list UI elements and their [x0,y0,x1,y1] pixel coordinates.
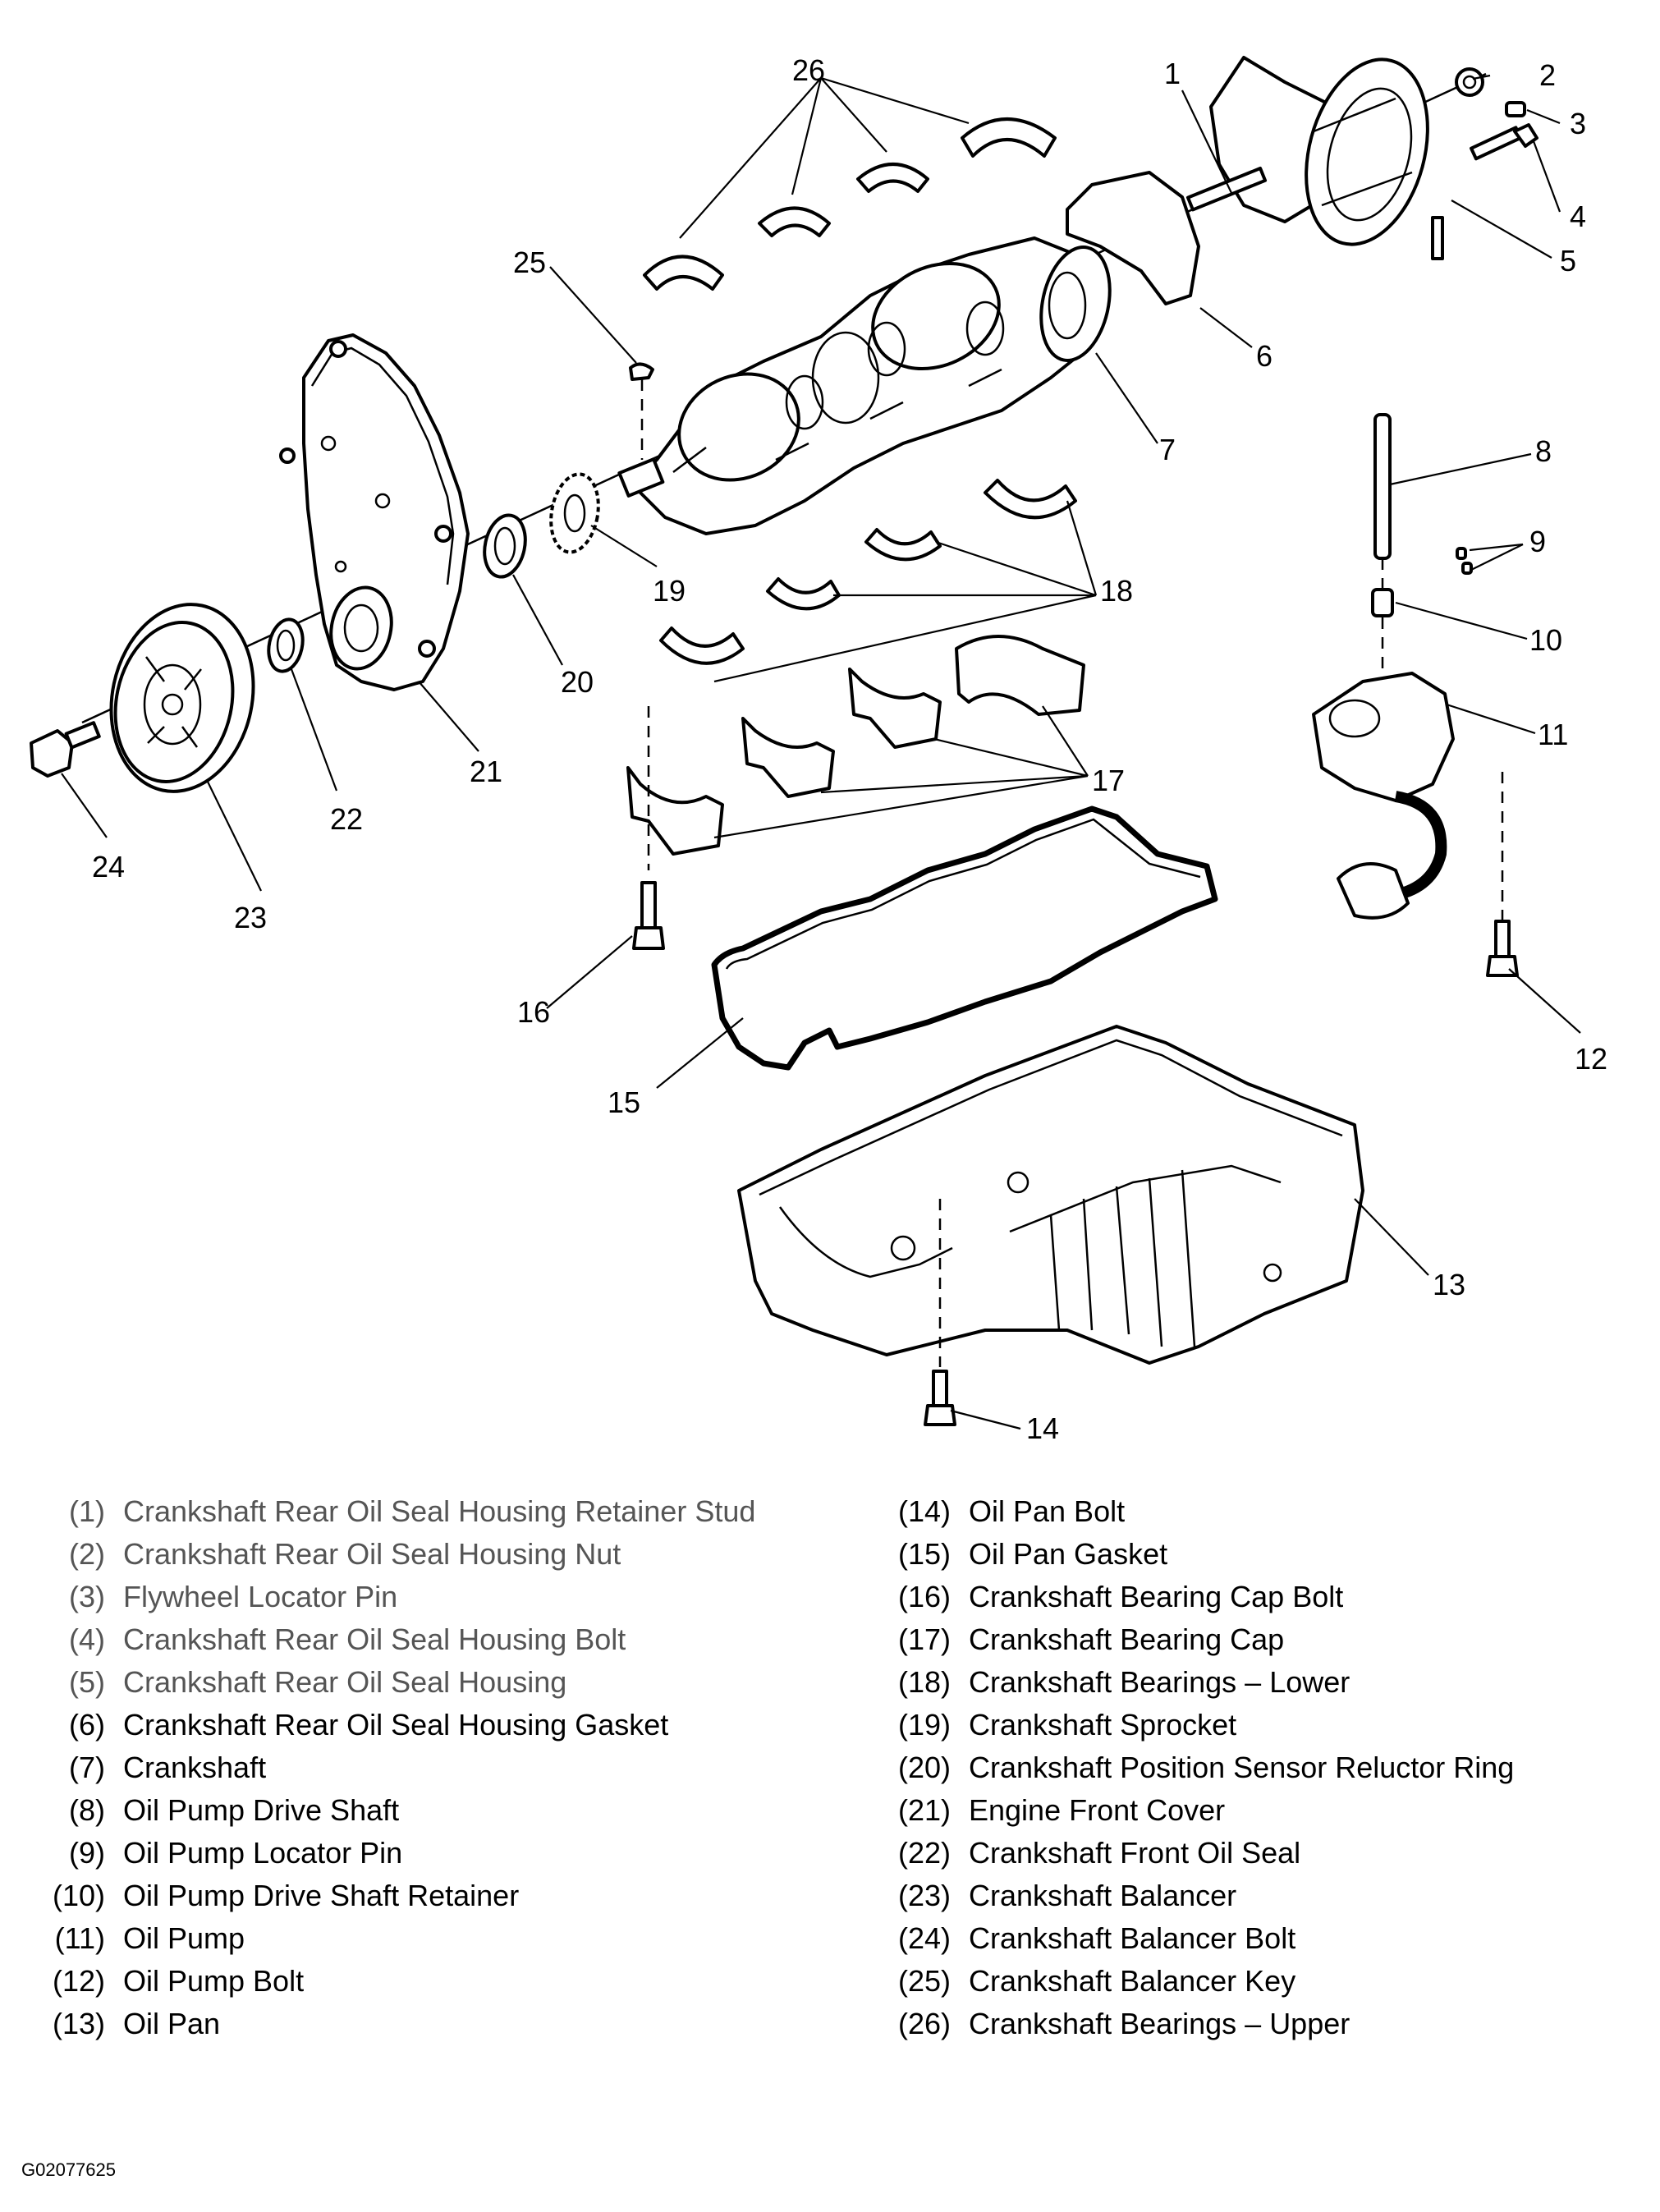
crankshaft-balancer-key-25 [629,362,654,460]
legend-item-24: (24)Crankshaft Balancer Bolt [897,1921,1296,1955]
legend-item-9: (9)Oil Pump Locator Pin [69,1836,403,1870]
legend-item-14: (14)Oil Pan Bolt [897,1494,1126,1528]
legend-item-26: (26)Crankshaft Bearings – Upper [897,2007,1350,2040]
legend-left-column: (1)Crankshaft Rear Oil Seal Housing Reta… [41,1490,821,2045]
callout-23: 23 [234,901,267,934]
exploded-view-diagram: 1 2 3 4 5 6 7 8 9 10 11 12 13 14 15 16 1… [30,53,1607,1445]
crankshaft-sprocket-19 [549,472,600,554]
legend-item-4: (4)Crankshaft Rear Oil Seal Housing Bolt [69,1622,626,1656]
legend-item-23: (23)Crankshaft Balancer [897,1879,1237,1912]
callout-25: 25 [513,246,546,279]
callout-18: 18 [1100,574,1133,608]
legend-item-6: (6)Crankshaft Rear Oil Seal Housing Gask… [69,1708,669,1742]
legend-item-18: (18)Crankshaft Bearings – Lower [897,1665,1350,1699]
figure-id-label: G02077625 [21,2159,116,2180]
callout-20: 20 [561,665,594,699]
legend-item-5: (5)Crankshaft Rear Oil Seal Housing [69,1665,567,1699]
callout-26: 26 [792,53,825,87]
legend-right-column: (14)Oil Pan Bolt (15)Oil Pan Gasket (16)… [862,1490,1642,2045]
callout-10: 10 [1529,623,1562,657]
callout-3: 3 [1570,107,1586,140]
engine-front-cover-21 [279,333,470,691]
crankshaft-front-oil-seal-22 [267,617,305,673]
legend-item-1: (1)Crankshaft Rear Oil Seal Housing Reta… [69,1494,756,1528]
oil-pan-13 [737,1025,1364,1365]
legend-item-16: (16)Crankshaft Bearing Cap Bolt [897,1580,1344,1613]
legend-item-17: (17)Crankshaft Bearing Cap [897,1622,1285,1656]
callout-15: 15 [608,1085,640,1119]
callout-7: 7 [1159,433,1176,466]
legend-item-19: (19)Crankshaft Sprocket [897,1708,1237,1742]
crankshaft-balancer-bolt-24 [30,721,101,778]
callout-17: 17 [1092,764,1125,797]
legend-item-10: (10)Oil Pump Drive Shaft Retainer [52,1879,520,1912]
legend-item-3: (3)Flywheel Locator Pin [69,1580,398,1613]
legend-item-11: (11)Oil Pump [54,1921,245,1955]
legend-item-7: (7)Crankshaft [69,1751,267,1784]
legend-item-22: (22)Crankshaft Front Oil Seal [897,1836,1301,1870]
callout-2: 2 [1539,58,1556,92]
crankshaft-bearing-cap-bolt-16 [632,706,665,950]
callout-11: 11 [1538,718,1568,751]
legend-item-2: (2)Crankshaft Rear Oil Seal Housing Nut [69,1537,621,1571]
crankshaft-bearings-lower-18 [659,479,1077,665]
crankshaft-bearing-cap-17 [626,635,1085,856]
callout-1: 1 [1164,57,1181,90]
crankshaft-bearings-upper-26 [643,117,1057,291]
callout-19: 19 [653,574,686,608]
callout-8: 8 [1535,434,1552,468]
callout-16: 16 [517,995,550,1029]
legend-item-15: (15)Oil Pan Gasket [897,1537,1168,1571]
oil-pump-group [1312,413,1519,977]
oil-pan-bolt-14 [924,1199,956,1426]
callout-4: 4 [1570,200,1586,233]
crankshaft-position-sensor-reluctor-ring-20 [483,513,527,579]
crankshaft-7 [617,236,1112,535]
legend-item-21: (21)Engine Front Cover [897,1793,1226,1827]
legend-item-25: (25)Crankshaft Balancer Key [897,1964,1296,1998]
rear-oil-seal-housing-group [1066,56,1538,305]
callout-6: 6 [1256,339,1273,373]
callout-21: 21 [470,755,502,788]
legend-item-20: (20)Crankshaft Position Sensor Reluctor … [897,1751,1515,1784]
callout-9: 9 [1529,525,1546,558]
callout-5: 5 [1560,244,1576,278]
callout-12: 12 [1575,1042,1607,1076]
legend-item-12: (12)Oil Pump Bolt [52,1964,305,1998]
callout-labels: 1 2 3 4 5 6 7 8 9 10 11 12 13 14 15 16 1… [92,53,1607,1445]
oil-pan-gasket-15 [711,805,1218,1071]
crankshaft-balancer-23 [109,603,255,793]
legend-item-8: (8)Oil Pump Drive Shaft [69,1793,400,1827]
callout-22: 22 [330,802,363,836]
legend-item-13: (13)Oil Pan [52,2007,221,2040]
callout-14: 14 [1026,1411,1059,1445]
leader-lines [61,74,1581,1430]
callout-24: 24 [92,850,125,883]
callout-13: 13 [1433,1268,1465,1301]
